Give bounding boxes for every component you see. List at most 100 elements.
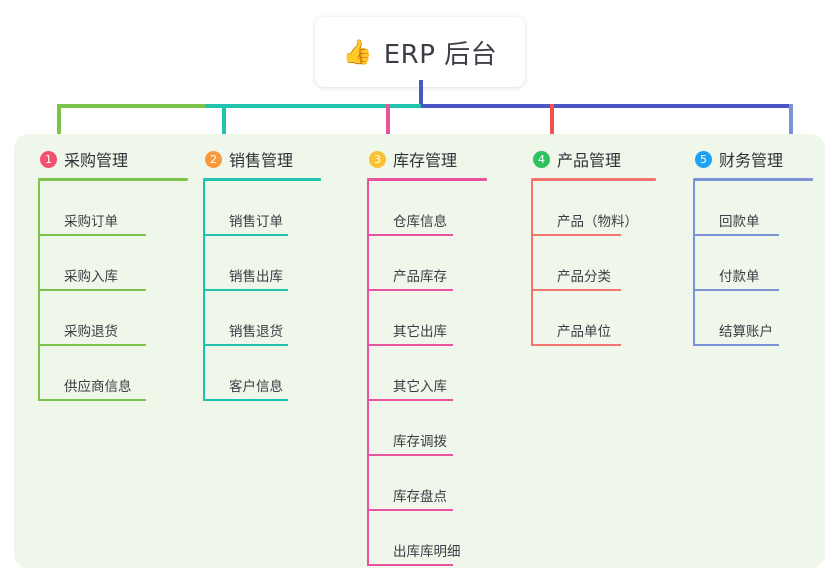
column-spine-line <box>531 181 533 346</box>
column-header-underline <box>531 178 656 181</box>
branch-item-label: 库存盘点 <box>393 489 447 505</box>
column-header-产品管理[interactable]: 4 产品管理 <box>531 146 656 172</box>
drop-purchasing <box>57 104 61 150</box>
branch-item-underline <box>693 234 779 236</box>
column-title: 销售管理 <box>229 151 294 170</box>
branch-item-underline <box>367 564 453 566</box>
branch-item[interactable]: 其它出库 <box>367 291 487 346</box>
column-header-采购管理[interactable]: 1 采购管理 <box>38 146 188 172</box>
branch-item-underline <box>367 234 453 236</box>
bar-green <box>57 104 205 108</box>
drop-inventory <box>386 104 390 150</box>
branch-item-underline <box>203 344 288 346</box>
branch-item[interactable]: 产品分类 <box>531 236 656 291</box>
branch-item-underline <box>203 234 288 236</box>
drop-sales <box>222 104 226 150</box>
column-spine-line <box>38 181 40 401</box>
drop-finance <box>789 104 793 150</box>
branch-item-label: 产品（物料） <box>557 214 638 230</box>
branch-item-label: 回款单 <box>719 214 760 230</box>
branch-item-underline <box>203 289 288 291</box>
column-items: 销售订单销售出库销售退货客户信息 <box>203 181 321 401</box>
branch-item[interactable]: 回款单 <box>693 181 813 236</box>
branch-item-underline <box>367 289 453 291</box>
branch-item[interactable]: 客户信息 <box>203 346 321 401</box>
column-header-underline <box>367 178 487 181</box>
root-node-card[interactable]: 👍 ERP 后台 <box>315 17 525 87</box>
branch-item[interactable]: 销售订单 <box>203 181 321 236</box>
column-title: 财务管理 <box>719 151 784 170</box>
branch-item[interactable]: 其它入库 <box>367 346 487 401</box>
bar-blue <box>421 104 791 108</box>
column-number-badge: 5 <box>695 150 712 168</box>
branch-item-underline <box>531 234 621 236</box>
branch-item[interactable]: 库存盘点 <box>367 456 487 511</box>
branch-item-underline <box>367 509 453 511</box>
branch-item[interactable]: 采购订单 <box>38 181 188 236</box>
branch-item-label: 结算账户 <box>719 324 773 340</box>
branch-item-label: 出库库明细 <box>393 544 461 560</box>
column-header-underline <box>203 178 321 181</box>
branch-item-label: 库存调拨 <box>393 434 447 450</box>
branch-item-underline <box>38 399 146 401</box>
branch-item-label: 产品分类 <box>557 269 611 285</box>
branch-item[interactable]: 库存调拨 <box>367 401 487 456</box>
branch-item[interactable]: 销售出库 <box>203 236 321 291</box>
branch-item[interactable]: 产品单位 <box>531 291 656 346</box>
branch-item-underline <box>693 344 779 346</box>
column-title: 库存管理 <box>393 151 458 170</box>
branch-item[interactable]: 供应商信息 <box>38 346 188 401</box>
trunk-line <box>419 80 423 106</box>
branch-item-label: 其它出库 <box>393 324 447 340</box>
branch-item[interactable]: 出库库明细 <box>367 511 487 566</box>
root-node-title: ERP 后台 <box>383 39 498 70</box>
branch-item-label: 销售出库 <box>229 269 283 285</box>
column-number-badge: 1 <box>40 150 57 168</box>
column-items: 仓库信息产品库存其它出库其它入库库存调拨库存盘点出库库明细 <box>367 181 487 566</box>
branch-item-underline <box>531 344 621 346</box>
column-spine-line <box>693 181 695 346</box>
branch-item-label: 产品库存 <box>393 269 447 285</box>
column-spine-line <box>203 181 205 401</box>
thumbs-up-icon: 👍 <box>342 38 373 66</box>
column-spine-line <box>367 181 369 566</box>
column-title: 产品管理 <box>557 151 622 170</box>
branch-item-label: 销售订单 <box>229 214 283 230</box>
column-header-underline <box>38 178 188 181</box>
branch-item[interactable]: 采购退货 <box>38 291 188 346</box>
branch-item-label: 付款单 <box>719 269 760 285</box>
column-number-badge: 4 <box>533 150 550 168</box>
branch-item[interactable]: 销售退货 <box>203 291 321 346</box>
branch-item-label: 供应商信息 <box>64 379 132 395</box>
branch-item-underline <box>367 454 453 456</box>
column-header-财务管理[interactable]: 5 财务管理 <box>693 146 813 172</box>
branch-item-label: 采购入库 <box>64 269 118 285</box>
branch-item-underline <box>367 399 453 401</box>
branch-item-underline <box>38 289 146 291</box>
branch-item-underline <box>693 289 779 291</box>
bar-teal <box>205 104 421 108</box>
branch-item[interactable]: 采购入库 <box>38 236 188 291</box>
column-items: 采购订单采购入库采购退货供应商信息 <box>38 181 188 401</box>
branch-item-label: 采购退货 <box>64 324 118 340</box>
column-items: 产品（物料） 产品分类产品单位 <box>531 181 656 346</box>
branch-item-underline <box>367 344 453 346</box>
branch-item[interactable]: 产品库存 <box>367 236 487 291</box>
column-items: 回款单付款单结算账户 <box>693 181 813 346</box>
branch-item-underline <box>38 344 146 346</box>
column-title: 采购管理 <box>64 151 129 170</box>
branch-item[interactable]: 产品（物料） <box>531 181 656 236</box>
branch-item[interactable]: 付款单 <box>693 236 813 291</box>
branch-column-财务管理: 5 财务管理回款单付款单结算账户 <box>693 146 813 346</box>
branch-item[interactable]: 仓库信息 <box>367 181 487 236</box>
branch-item-label: 其它入库 <box>393 379 447 395</box>
branch-column-采购管理: 1 采购管理采购订单采购入库采购退货供应商信息 <box>38 146 188 401</box>
branch-item-underline <box>203 399 288 401</box>
branch-item[interactable]: 结算账户 <box>693 291 813 346</box>
